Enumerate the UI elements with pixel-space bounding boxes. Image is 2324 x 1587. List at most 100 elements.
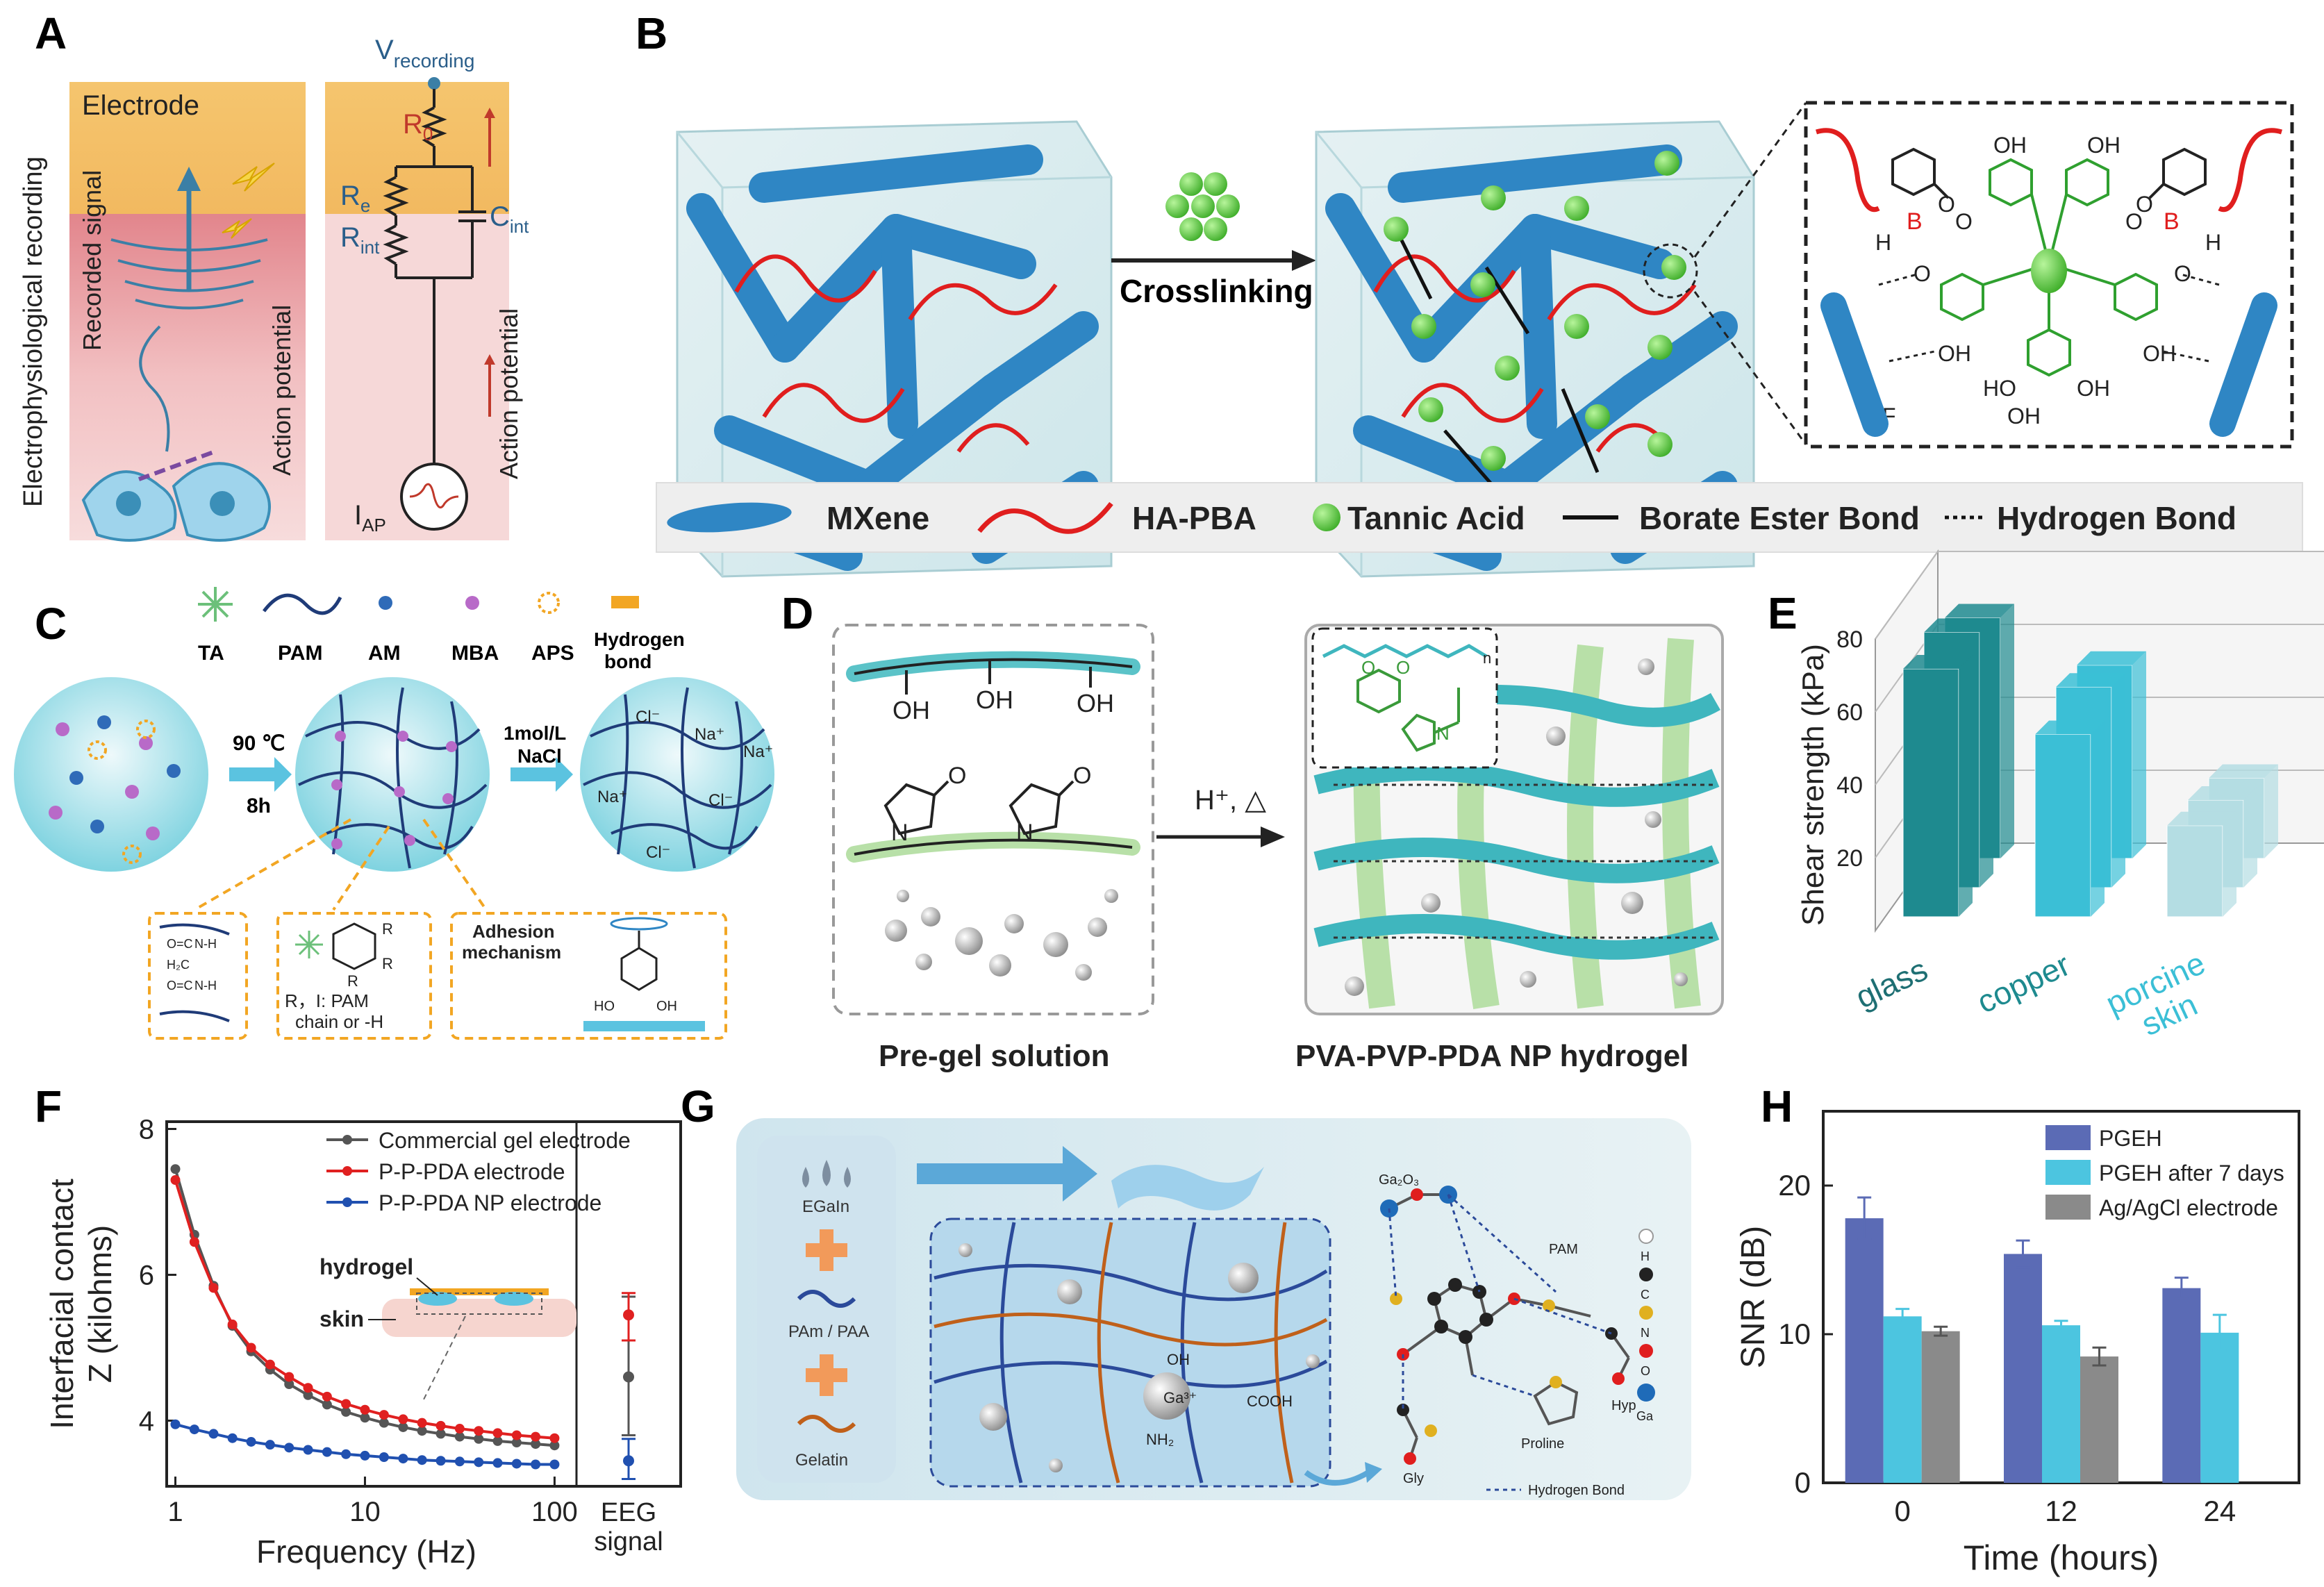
chart-f-point (417, 1426, 427, 1436)
panel-a: A Electrophysiological recording Electro… (19, 8, 529, 542)
bond-detail-box: OH OH O O O O H H O O OH OH HO OH OH F F… (1804, 101, 2294, 449)
pregel-label: Pre-gel solution (879, 1039, 1109, 1073)
chart-e-bar-top (2077, 651, 2146, 665)
panel-letter-e: E (1768, 588, 1798, 638)
chart-f-inset-skin-label: skin (319, 1306, 364, 1331)
chart-h-bar (1845, 1218, 1884, 1483)
chart-e-bar (1902, 668, 1959, 917)
chart-f-ylabel-2: Z (kilohms) (82, 1225, 118, 1383)
svg-text:O: O (1955, 209, 1973, 234)
cint-label: Cint (490, 201, 529, 237)
chart-f-point (322, 1391, 332, 1402)
panel-b-legend: MXene HA-PBA Tannic Acid Borate Ester Bo… (656, 482, 2303, 553)
svg-text:H: H (2205, 230, 2221, 255)
atom-legend-n: N (1641, 1326, 1650, 1340)
chart-e-bar-side (2223, 811, 2236, 917)
ga-ion-label: Ga³⁺ (1163, 1389, 1197, 1406)
svg-text:N-H: N-H (194, 937, 217, 951)
svg-text:N: N (1016, 820, 1034, 846)
rint-label: Rint (340, 222, 380, 258)
chart-e-bar-top (2209, 764, 2278, 779)
gelatin-label: Gelatin (795, 1451, 848, 1470)
circuit-electrode-region (325, 82, 509, 214)
chart-f-eeg-point (623, 1455, 634, 1467)
monomer-dots (49, 715, 181, 864)
panel-letter-d: D (781, 588, 813, 638)
chart-f-legend-marker (342, 1197, 352, 1207)
chart-f-point (417, 1418, 427, 1428)
chart-f-legend-label: Commercial gel electrode (379, 1128, 631, 1153)
chart-h-bar (2080, 1356, 2118, 1483)
chart-f-point (474, 1426, 484, 1436)
chart-f-point (379, 1452, 389, 1462)
chart-h-legend-label: PGEH after 7 days (2099, 1161, 2284, 1186)
svg-text:O: O (1361, 657, 1375, 678)
neuron-cells (81, 449, 271, 542)
chart-f-point (417, 1455, 427, 1465)
chart-f-point (246, 1436, 256, 1447)
chart-f-point (474, 1457, 484, 1468)
chart-f-inset-hydrogel (495, 1292, 533, 1306)
molecular-structure: Ga₂O₃ PAM Hyp Proline Gly Hydrogen Bond (1379, 1172, 1636, 1498)
chart-h-xtick: 12 (2045, 1495, 2077, 1527)
chart-e-bar-side (1979, 618, 1993, 888)
boron-left: B (1907, 208, 1923, 235)
chart-f-point (531, 1459, 541, 1470)
atom-legend-ga: Ga (1636, 1409, 1654, 1423)
chart-f-point (208, 1283, 219, 1293)
panel-letter-b: B (636, 8, 667, 58)
svg-text:Cl⁻: Cl⁻ (636, 708, 660, 726)
chart-f-point (170, 1175, 181, 1185)
iap-label: IAP (354, 500, 386, 535)
svg-text:O: O (1938, 192, 1955, 217)
legend-hapba: HA-PBA (1132, 500, 1256, 536)
chart-e-bar-top (2167, 811, 2236, 826)
chart-f-point (511, 1438, 522, 1447)
ga2o3-label: Ga₂O₃ (1379, 1172, 1419, 1188)
svg-text:R: R (382, 955, 393, 972)
process-arrow-2 (511, 757, 573, 792)
chart-f-point (208, 1429, 219, 1439)
chart-e-bar-side (2132, 651, 2146, 858)
chart-f-inset-leader (416, 1277, 438, 1296)
ta-legend-swatch (1313, 504, 1341, 531)
svg-text:R: R (347, 972, 358, 990)
atom-legend-o: O (1641, 1364, 1650, 1378)
chart-f-point (454, 1431, 465, 1442)
chart-h-legend-swatch (2045, 1195, 2091, 1220)
detail-box-mba: O=C N-H H₂C O=C N-H (148, 912, 248, 1040)
chart-h-bar (1883, 1316, 1922, 1483)
egain-drops-icon (802, 1160, 851, 1188)
chart-h-legend-label: PGEH (2099, 1126, 2162, 1151)
recording-node (428, 77, 440, 90)
ap-trace (139, 325, 170, 452)
detail-box-ta: R R R R，I: PAM chain or -H (276, 912, 432, 1040)
nh2-label: NH₂ (1146, 1431, 1174, 1448)
chart-f-point (549, 1433, 560, 1443)
chart-f-ytick: 8 (139, 1115, 154, 1145)
svg-text:Na⁺: Na⁺ (743, 742, 773, 761)
chart-e-ytick: 20 (1836, 845, 1863, 872)
svg-text:O=C: O=C (167, 937, 193, 951)
svg-text:OH: OH (1077, 689, 1114, 717)
chart-f-legend-label: P-P-PDA NP electrode (379, 1190, 601, 1215)
chart-f-inset-box (416, 1293, 542, 1315)
pregel-box (832, 624, 1154, 1015)
chart-h-bar (2200, 1332, 2239, 1483)
chart-f-point (284, 1443, 294, 1453)
chart-f-point (284, 1372, 294, 1382)
chart-f-point (341, 1399, 351, 1409)
pam-chain-note-1: R，I: PAM (285, 990, 369, 1011)
panel-d: D OH OH OH N N O O (781, 588, 1724, 1073)
chart-h-xtick: 24 (2203, 1495, 2236, 1527)
svg-text:H₂C: H₂C (167, 958, 190, 972)
svg-text:O: O (1914, 261, 1931, 286)
chart-h-bar (2042, 1325, 2080, 1483)
chart-f-point (398, 1422, 408, 1432)
chart-e-bar-top (2056, 673, 2125, 688)
chart-f-point (492, 1458, 503, 1468)
chart-f-legend-marker (342, 1166, 352, 1176)
